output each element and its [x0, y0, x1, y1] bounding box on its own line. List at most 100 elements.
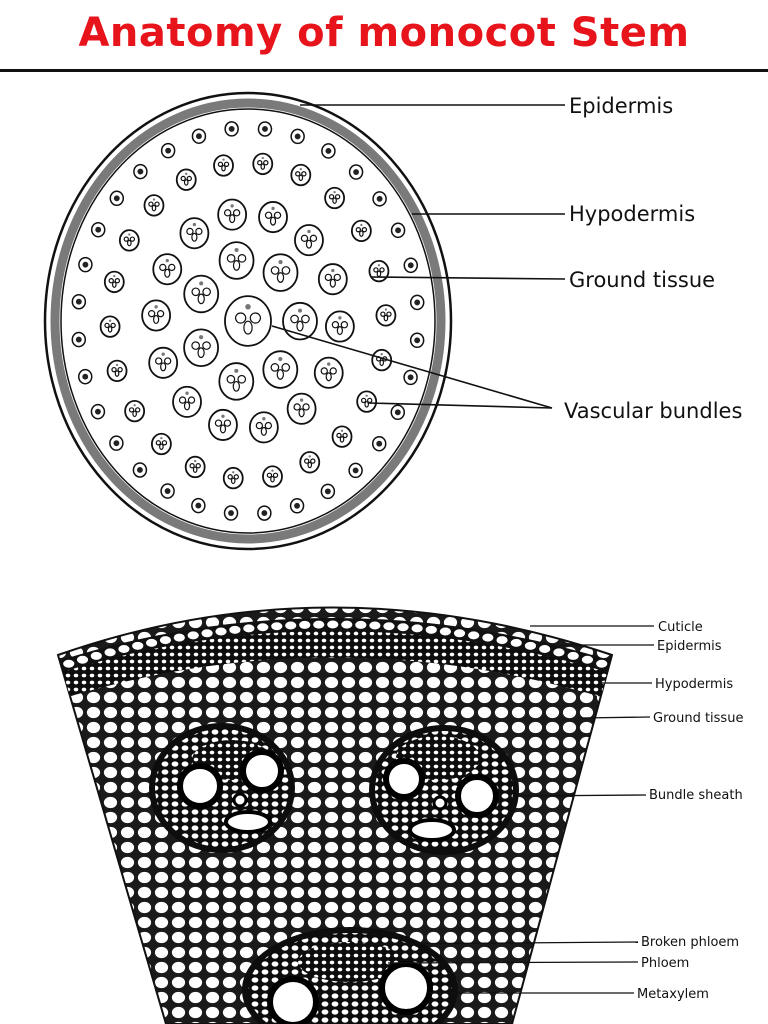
vascular-bundle: [409, 332, 425, 349]
metaxylem-vessel: [267, 976, 319, 1024]
vascular-bundle: [320, 483, 336, 500]
stem-sector-detail: [56, 606, 614, 1024]
vascular-bundle-group: [71, 121, 425, 521]
vascular-bundle: [148, 346, 179, 379]
vascular-bundle: [403, 257, 419, 274]
label-metaxylem: Metaxylem: [637, 987, 709, 1002]
vascular-bundle: [356, 390, 378, 413]
vascular-bundle: [172, 385, 202, 418]
vascular-bundle: [218, 362, 255, 401]
vascular-bundle: [99, 315, 121, 338]
vascular-bundle: [143, 194, 165, 217]
vascular-bundle: [262, 465, 283, 488]
vascular-bundle: [409, 294, 425, 311]
vascular-bundle: [222, 466, 244, 490]
vascular-bundle: [77, 368, 93, 385]
vascular-bundle: [375, 304, 397, 327]
vascular-bundle: [217, 198, 248, 231]
vascular-bundle: [368, 259, 390, 283]
protoxylem-lacuna: [408, 818, 456, 842]
vascular-bundle-left: [149, 723, 295, 853]
hypodermis-layer: [58, 630, 612, 700]
label-broken-phloem: Broken phloem: [641, 935, 739, 950]
vascular-bundle: [289, 498, 305, 514]
vascular-bundle: [248, 411, 279, 444]
vascular-bundle: [150, 432, 172, 456]
metaxylem-vessel: [379, 961, 433, 1015]
vascular-bundle: [191, 128, 207, 144]
vascular-bundle: [175, 168, 197, 191]
ground-tissue-cells: [56, 606, 614, 1024]
label-hypodermis: Hypodermis: [569, 202, 695, 226]
vascular-bundle: [262, 350, 299, 389]
label-vascular-bundles: Vascular bundles: [564, 399, 742, 423]
diagram2-leaders: [371, 625, 654, 994]
vascular-bundle-right: [369, 725, 519, 855]
vascular-bundle: [90, 221, 106, 238]
vascular-bundle: [290, 163, 312, 187]
vascular-bundle: [152, 253, 183, 286]
vascular-bundle: [223, 505, 239, 521]
vascular-bundle: [141, 299, 172, 332]
vascular-bundle: [118, 229, 140, 252]
vascular-bundle: [160, 142, 176, 159]
vascular-bundle: [294, 224, 324, 257]
vascular-bundle: [350, 219, 372, 243]
vascular-bundle: [109, 190, 125, 207]
vascular-bundle: [124, 399, 146, 423]
stem-cross-section: [43, 91, 453, 551]
metaxylem-vessel: [240, 749, 284, 793]
protoxylem-lacuna: [224, 810, 272, 834]
vascular-bundle: [390, 222, 406, 239]
epidermis-cells: [58, 619, 612, 674]
vascular-bundle: [218, 241, 255, 280]
label-bundle-sheath: Bundle sheath: [649, 788, 743, 803]
vascular-bundle: [78, 256, 93, 273]
vascular-bundle: [324, 186, 346, 210]
metaxylem-vessel: [383, 758, 425, 800]
vascular-bundle: [290, 128, 305, 145]
vascular-bundle: [348, 462, 363, 479]
vascular-bundle: [71, 293, 87, 310]
vascular-bundle: [184, 455, 206, 479]
vascular-bundle: [183, 274, 220, 314]
metaxylem-vessel: [177, 763, 223, 809]
vascular-bundle: [371, 435, 387, 452]
vascular-bundle: [403, 369, 418, 386]
vascular-bundle: [299, 451, 321, 474]
vascular-bundle: [224, 121, 239, 137]
vascular-bundle: [258, 201, 288, 234]
vascular-bundle: [286, 392, 317, 425]
hypodermis-band: [50, 98, 446, 544]
vascular-bundle: [317, 263, 348, 296]
vascular-bundle: [282, 301, 318, 341]
vascular-bundle: [313, 356, 344, 389]
vascular-bundle: [160, 483, 175, 499]
vascular-bundle: [103, 270, 125, 294]
vascular-bundle: [262, 253, 299, 292]
vascular-bundle: [324, 310, 355, 343]
metaxylem-vessel: [455, 774, 499, 818]
vascular-bundle: [224, 295, 272, 347]
vascular-bundle: [133, 163, 148, 180]
vascular-bundle: [213, 154, 234, 177]
vascular-bundle-bottom: [242, 927, 458, 1024]
vascular-bundle: [372, 191, 387, 207]
vascular-bundle: [208, 408, 238, 441]
vascular-bundle: [390, 404, 406, 421]
label-phloem: Phloem: [641, 956, 689, 971]
vascular-bundle: [348, 164, 364, 180]
label-epidermis: Epidermis: [569, 94, 673, 118]
vascular-bundle: [90, 403, 106, 420]
vascular-bundle: [252, 152, 274, 176]
label-cuticle: Cuticle: [658, 620, 703, 635]
vascular-bundle: [257, 505, 272, 521]
label-hypodermis-2: Hypodermis: [655, 677, 733, 692]
vascular-bundle: [109, 435, 124, 451]
page-title: Anatomy of monocot Stem: [78, 10, 690, 56]
title-divider: [0, 69, 768, 72]
vascular-bundle: [183, 328, 219, 368]
vascular-bundle: [321, 143, 336, 159]
vascular-bundle: [71, 331, 87, 348]
